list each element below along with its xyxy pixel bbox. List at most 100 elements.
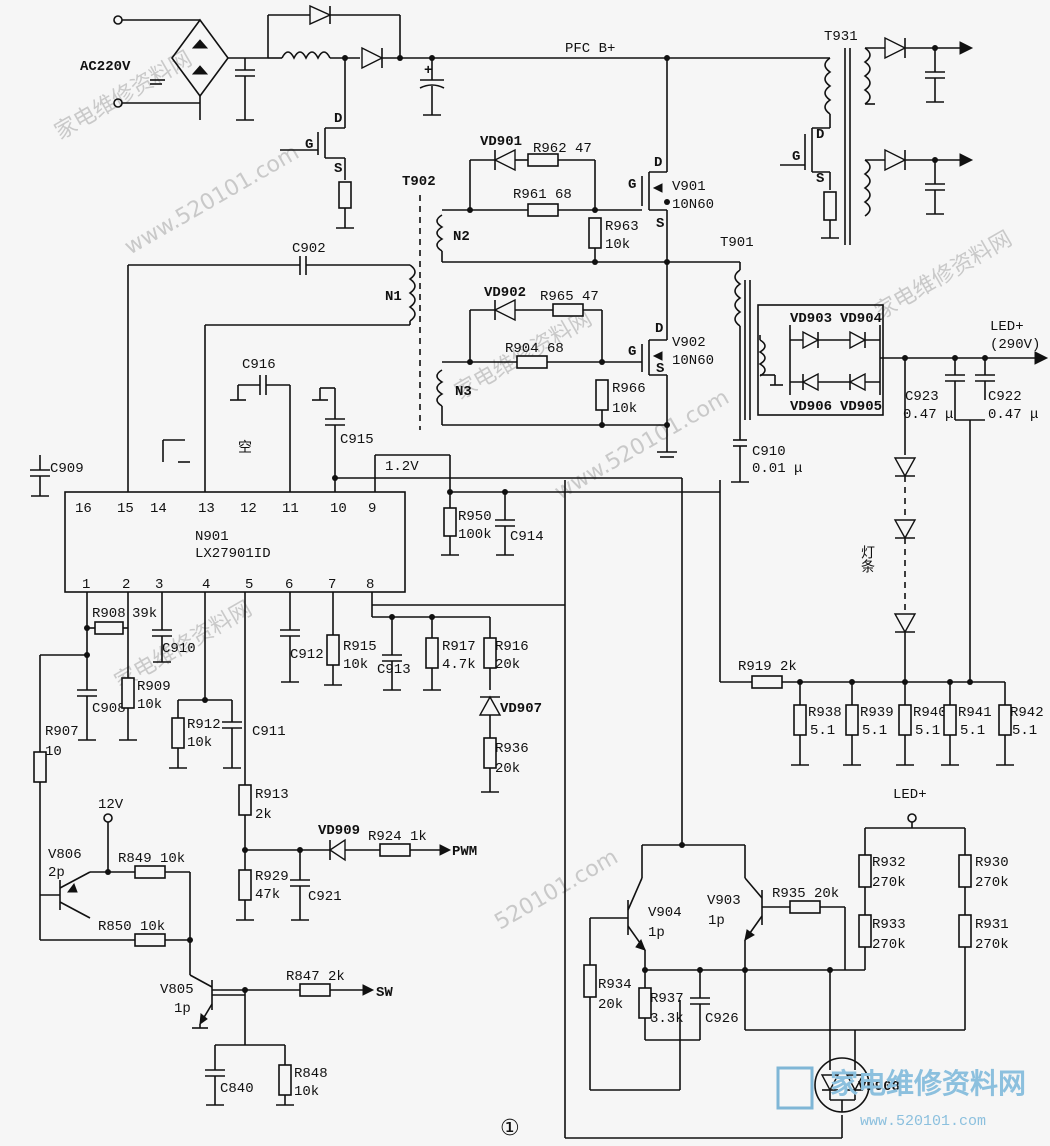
r904-label: R904 68 (505, 341, 564, 357)
r909-label: R909 (137, 679, 171, 695)
r847-label: R847 2k (286, 969, 345, 985)
r965-label: R965 47 (540, 289, 599, 305)
watermark: www.520101.com (121, 140, 304, 260)
c910-label: C910 (752, 444, 786, 460)
vd903-label: VD903 (790, 311, 832, 327)
c916-label: C916 (242, 357, 276, 373)
t901-label: T901 (720, 235, 754, 251)
svg-text:R939: R939 (860, 705, 894, 721)
led-voltage-label: (290V) (990, 337, 1040, 353)
ac-input-label: AC220V (80, 59, 131, 75)
t931-stage: T931 D G S (664, 29, 974, 245)
v12-label: 12V (98, 797, 124, 813)
v805-type: 1p (174, 1001, 191, 1017)
pin12-note: 空 (238, 440, 252, 457)
logo-url: www.520101.com (860, 1113, 986, 1130)
led-plus-bottom: LED+ (893, 787, 927, 803)
half-bridge: D G S V901 10N60 VD901 R962 47 R961 68 R… (402, 58, 740, 458)
t902-label: T902 (402, 174, 436, 190)
svg-text:S: S (816, 171, 824, 187)
r962-label: R962 47 (533, 141, 592, 157)
r849-label: R849 10k (118, 851, 185, 867)
svg-text:8: 8 (366, 577, 374, 593)
svg-text:10: 10 (330, 501, 347, 517)
r929-label: R929 (255, 869, 289, 885)
svg-text:D: D (655, 321, 663, 337)
r933-value: 270k (872, 937, 906, 953)
svg-text:G: G (792, 149, 800, 165)
v902-part: 10N60 (672, 353, 714, 369)
vd907-label: VD907 (500, 701, 542, 717)
c910-value: 0.01 μ (752, 461, 802, 477)
v904-label: V904 (648, 905, 682, 921)
r934-label: R934 (598, 977, 632, 993)
svg-text:R940: R940 (913, 705, 947, 721)
vd906-label: VD906 (790, 399, 832, 415)
figure-number: ① (500, 1116, 520, 1141)
svg-text:R941: R941 (958, 705, 992, 721)
ic-ref: N901 (195, 529, 229, 545)
r916-label: R916 (495, 639, 529, 655)
r936-label: R936 (495, 741, 529, 757)
svg-text:S: S (656, 361, 664, 377)
c908-label: C908 (92, 701, 126, 717)
pfc-rail-label: PFC B+ (565, 41, 615, 57)
n2-label: N2 (453, 229, 470, 245)
watermark: 家电维修资料网 (871, 227, 1017, 326)
c922-value: 0.47 μ (988, 407, 1038, 423)
svg-text:7: 7 (328, 577, 336, 593)
watermark: 520101.com (491, 845, 623, 936)
r924-label: R924 1k (368, 829, 427, 845)
r850-label: R850 10k (98, 919, 165, 935)
r933-label: R933 (872, 917, 906, 933)
svg-text:6: 6 (285, 577, 293, 593)
svg-text:S: S (656, 216, 664, 232)
r916-value: 20k (495, 657, 520, 673)
v903-type: 1p (708, 913, 725, 929)
led-plus-label: LED+ (990, 319, 1024, 335)
r950-label: R950 (458, 509, 492, 525)
svg-text:D: D (816, 127, 824, 143)
protection-circuit: V904 1p R934 20k V903 1p R935 20k (583, 787, 1009, 1113)
c914-label: C914 (510, 529, 544, 545)
c923-value: 0.47 μ (903, 407, 953, 423)
r907-value: 10 (45, 744, 62, 760)
svg-text:D: D (654, 155, 662, 171)
r913-value: 2k (255, 807, 272, 823)
pfc-stage: AC220V (80, 4, 667, 229)
ref-1-2v-label: 1.2V (385, 459, 419, 475)
svg-text:9: 9 (368, 501, 376, 517)
ic-top-wiring: C909 C902 N1 C916 C915 (30, 241, 720, 845)
c913-label: C913 (377, 662, 411, 678)
svg-text:5.1: 5.1 (960, 723, 985, 739)
svg-text:S: S (334, 161, 342, 177)
c915-label: C915 (340, 432, 374, 448)
logo-text: 家电维修资料网 (830, 1067, 1026, 1100)
svg-text:12: 12 (240, 501, 257, 517)
pwm-label: PWM (452, 844, 477, 860)
c911-label: C911 (252, 724, 286, 740)
r935-label: R935 20k (772, 886, 839, 902)
watermark: www.520101.com (551, 385, 734, 505)
svg-text:R938: R938 (808, 705, 842, 721)
c902-label: C902 (292, 241, 326, 257)
vd909-label: VD909 (318, 823, 360, 839)
r912-value: 10k (187, 735, 212, 751)
svg-text:5.1: 5.1 (810, 723, 835, 739)
r848-label: R848 (294, 1066, 328, 1082)
r919-label: R919 2k (738, 659, 797, 675)
r963-value: 10k (605, 237, 630, 253)
v903-label: V903 (707, 893, 741, 909)
r934-value: 20k (598, 997, 623, 1013)
vd908-label: VD908 (858, 1079, 900, 1095)
r929-value: 47k (255, 887, 280, 903)
svg-text:G: G (628, 344, 636, 360)
svg-text:1: 1 (82, 577, 90, 593)
svg-text:R942: R942 (1010, 705, 1044, 721)
vd901-label: VD901 (480, 134, 522, 150)
c922-label: C922 (988, 389, 1022, 405)
r917-label: R917 (442, 639, 476, 655)
v805-label: V805 (160, 982, 194, 998)
ic-bottom-wiring: R908 39k C908 R907 10 R909 10k C910 (33, 480, 843, 1139)
